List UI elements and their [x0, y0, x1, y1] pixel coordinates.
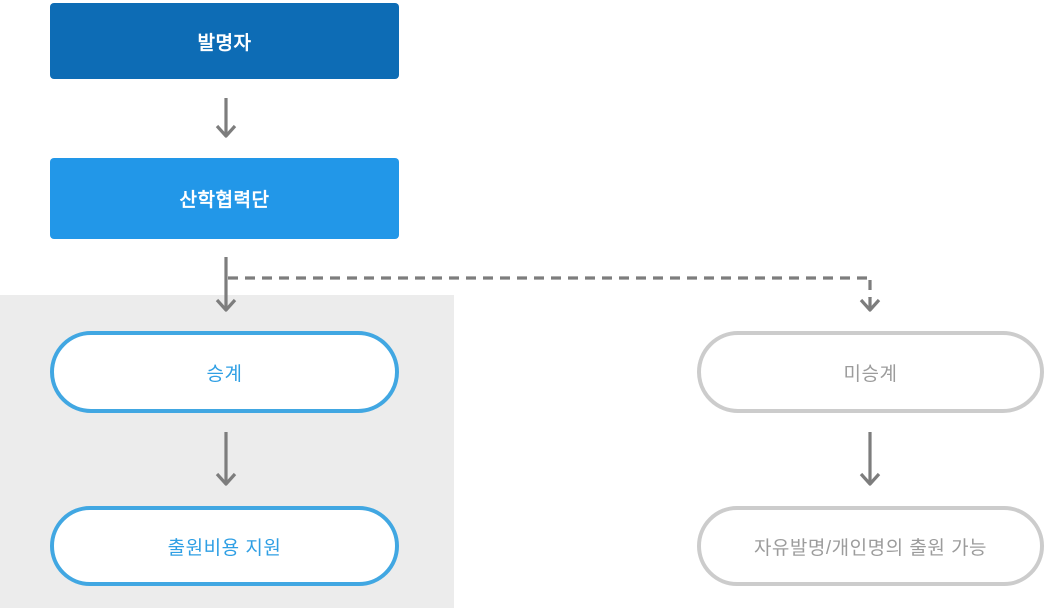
node-nonsuccession-label: 미승계: [843, 363, 898, 385]
node-inventor: 발명자: [50, 3, 399, 79]
node-foundation-label: 산학협력단: [179, 190, 270, 211]
node-succession: 승계: [50, 331, 399, 413]
node-free-filing-label: 자유발명/개인명의 출원 가능: [753, 537, 988, 559]
arrow-inventor-to-foundation: [215, 98, 237, 138]
arrow-nonsuccession-to-free: [859, 432, 881, 486]
node-foundation: 산학협력단: [50, 158, 399, 239]
node-inventor-label: 발명자: [197, 32, 252, 54]
node-filing-cost-support: 출원비용 지원: [50, 506, 399, 586]
node-succession-label: 승계: [206, 363, 243, 385]
node-nonsuccession: 미승계: [697, 331, 1044, 413]
node-filing-cost-support-label: 출원비용 지원: [167, 537, 282, 559]
node-free-filing: 자유발명/개인명의 출원 가능: [697, 506, 1044, 586]
